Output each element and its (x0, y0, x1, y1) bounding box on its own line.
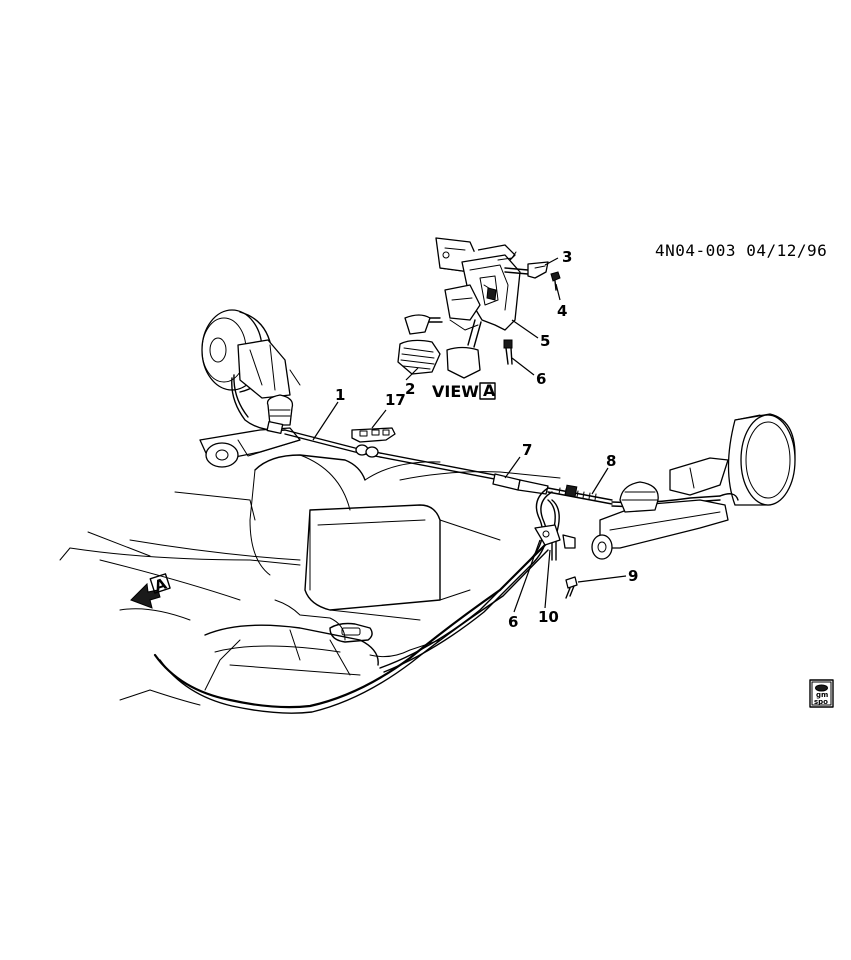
view-a-pedal-assembly: VIEW A (397, 237, 561, 401)
callout-17: 17 (385, 391, 406, 409)
view-box-letter: A (483, 381, 496, 400)
callout-7: 7 (522, 441, 532, 459)
cable-guide (351, 427, 396, 443)
callout-5: 5 (540, 332, 550, 350)
view-label: VIEW (432, 382, 479, 401)
callout-10: 10 (538, 608, 559, 626)
callout-6: 6 (508, 613, 518, 631)
floor-pan (59, 454, 561, 714)
badge-emblem-icon (815, 684, 828, 692)
direction-arrow-a: A (130, 573, 171, 609)
view-box (479, 382, 496, 400)
leader-lines (312, 257, 627, 613)
badge-line2: spo (814, 698, 828, 706)
reference-code: 4N04-003 04/12/96 (655, 241, 827, 260)
callout-9: 9 (628, 567, 638, 585)
callout-6-view: 6 (536, 370, 546, 388)
callout-4: 4 (557, 302, 567, 320)
forward-arrow-icon (130, 582, 161, 609)
gm-spo-badge: gm spo (809, 679, 834, 708)
badge-line1: gm (816, 691, 828, 699)
callout-1: 1 (335, 386, 345, 404)
cable-bracket-and-bolt (534, 524, 578, 599)
callout-2: 2 (405, 380, 415, 398)
callouts: 1 2 3 4 5 6 6 7 8 9 10 17 (335, 248, 638, 631)
callout-8: 8 (606, 452, 616, 470)
right-rear-brake-drum (591, 413, 796, 560)
callout-3: 3 (562, 248, 572, 266)
left-rear-brake-drum (199, 309, 301, 468)
